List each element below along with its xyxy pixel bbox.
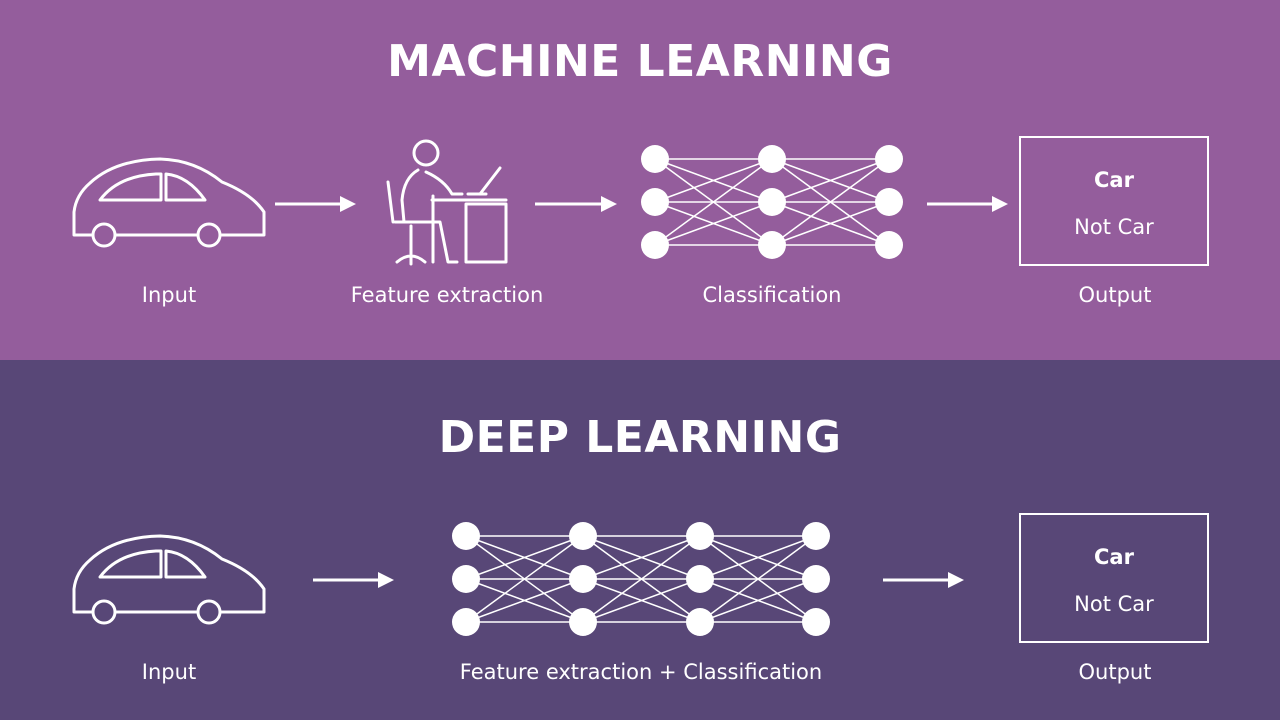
person-at-desk-icon [386,139,508,266]
car-icon [72,157,266,248]
output-label: Output [1078,660,1152,684]
car-icon [72,534,266,625]
arrow-right-icon [275,196,356,212]
feature-extraction-label: Feature extraction [350,283,544,307]
machine-learning-section: MACHINE LEARNING [0,0,1280,360]
machine-learning-title: MACHINE LEARNING [387,36,893,87]
neural-network-icon [452,522,830,636]
output-car-label: Car [1094,168,1134,192]
output-car-label: Car [1094,545,1134,569]
output-not-car-label: Not Car [1074,592,1154,616]
deep-learning-title: DEEP LEARNING [438,412,842,463]
deep-learning-graphics [72,522,964,636]
deep-learning-section: DEEP LEARNING [0,360,1280,720]
arrow-right-icon [883,572,964,588]
machine-learning-graphics [72,139,1008,266]
arrow-right-icon [313,572,394,588]
output-box: Car Not Car [1019,136,1209,266]
arrow-right-icon [535,196,617,212]
classification-label: Classification [702,283,842,307]
feature-extraction-classification-label: Feature extraction + Classification [459,660,823,684]
output-label: Output [1078,283,1152,307]
input-label: Input [141,283,197,307]
input-label: Input [141,660,197,684]
output-not-car-label: Not Car [1074,215,1154,239]
output-box: Car Not Car [1019,513,1209,643]
neural-network-icon [641,145,903,259]
arrow-right-icon [927,196,1008,212]
